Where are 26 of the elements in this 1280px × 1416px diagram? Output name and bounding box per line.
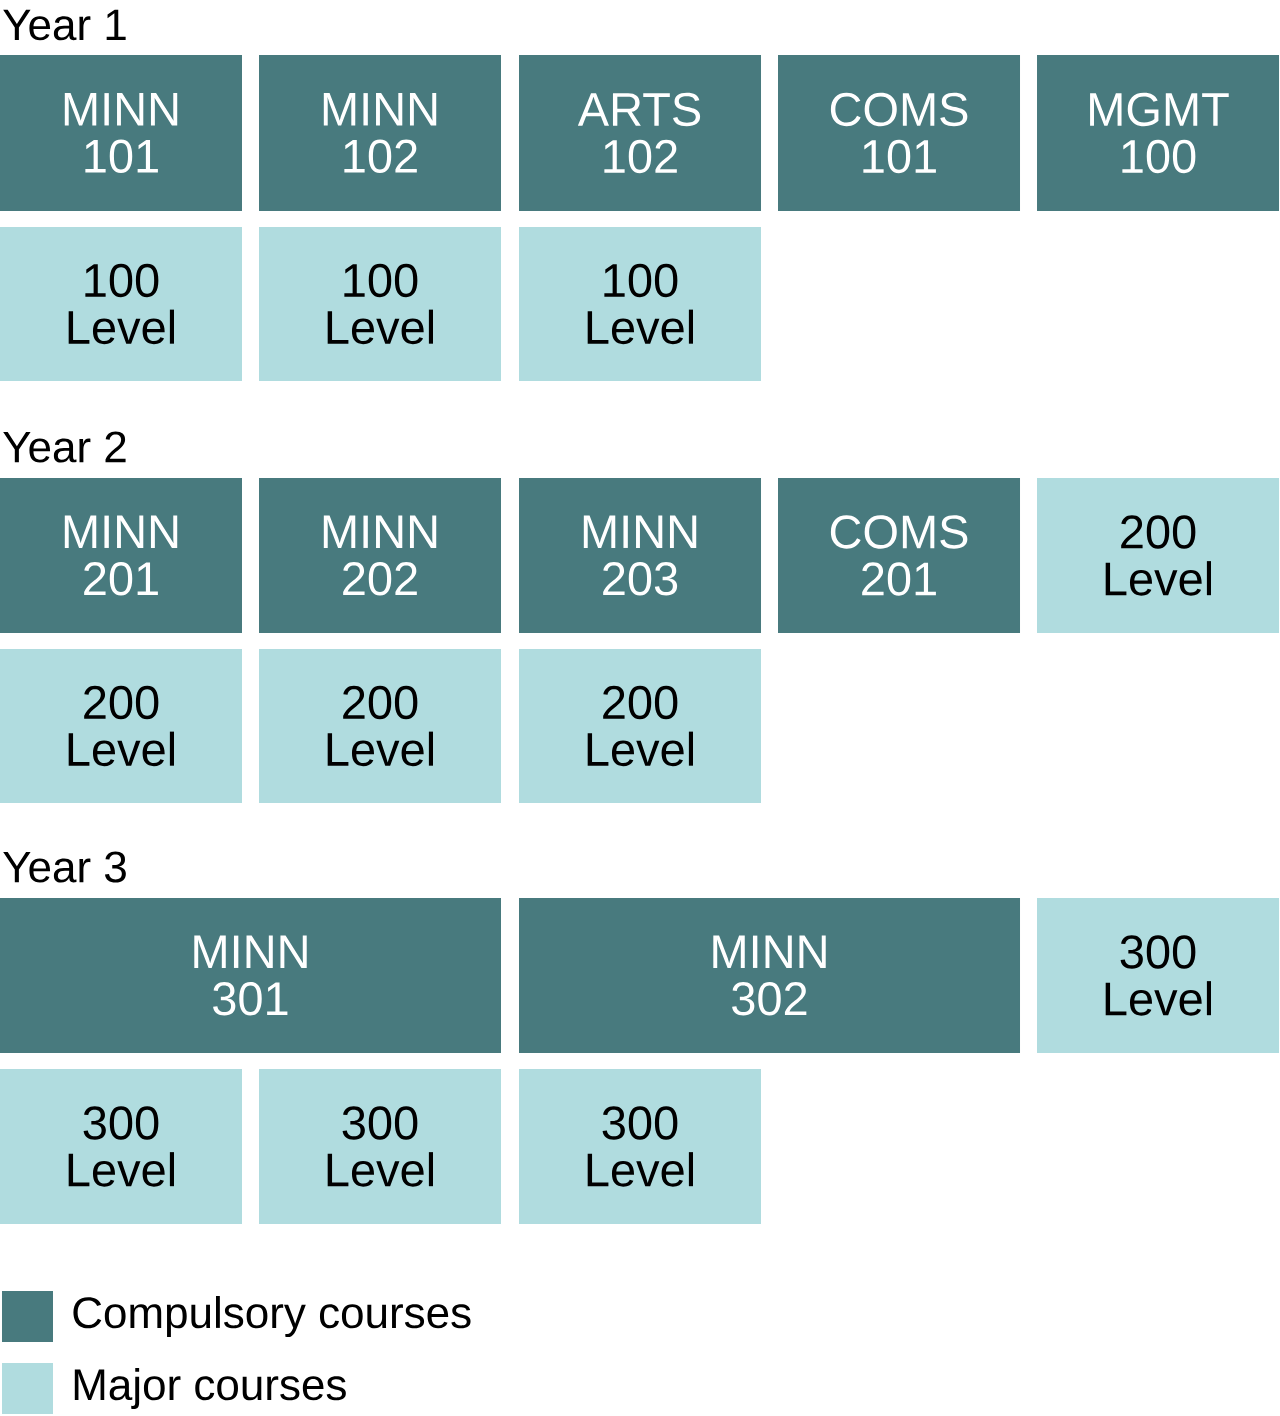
year-heading: Year 2 xyxy=(3,431,126,463)
course-box: MGMT 100 xyxy=(1037,55,1279,211)
course-box: COMS 201 xyxy=(778,478,1020,633)
course-box: 100 Level xyxy=(0,227,242,381)
course-box: MINN 202 xyxy=(259,478,501,633)
course-box: COMS 101 xyxy=(778,55,1020,211)
legend-label: Compulsory courses xyxy=(73,1296,471,1337)
course-box: 200 Level xyxy=(519,649,761,803)
course-box: 300 Level xyxy=(1037,898,1279,1053)
course-box: MINN 201 xyxy=(0,478,242,633)
course-box: 300 Level xyxy=(519,1069,761,1224)
course-box: ARTS 102 xyxy=(519,55,761,211)
course-box: 300 Level xyxy=(259,1069,501,1224)
legend-label: Major courses xyxy=(74,1368,346,1409)
course-box: MINN 101 xyxy=(0,55,242,211)
course-box: 200 Level xyxy=(0,649,242,803)
course-box: MINN 302 xyxy=(519,898,1020,1053)
course-box: MINN 102 xyxy=(259,55,501,211)
year-heading: Year 3 xyxy=(3,851,126,883)
course-box: 200 Level xyxy=(1037,478,1279,633)
course-box: 200 Level xyxy=(259,649,501,803)
course-box: 100 Level xyxy=(519,227,761,381)
course-box: MINN 301 xyxy=(0,898,501,1053)
course-box: MINN 203 xyxy=(519,478,761,633)
course-box: 300 Level xyxy=(0,1069,242,1224)
course-box: 100 Level xyxy=(259,227,501,381)
